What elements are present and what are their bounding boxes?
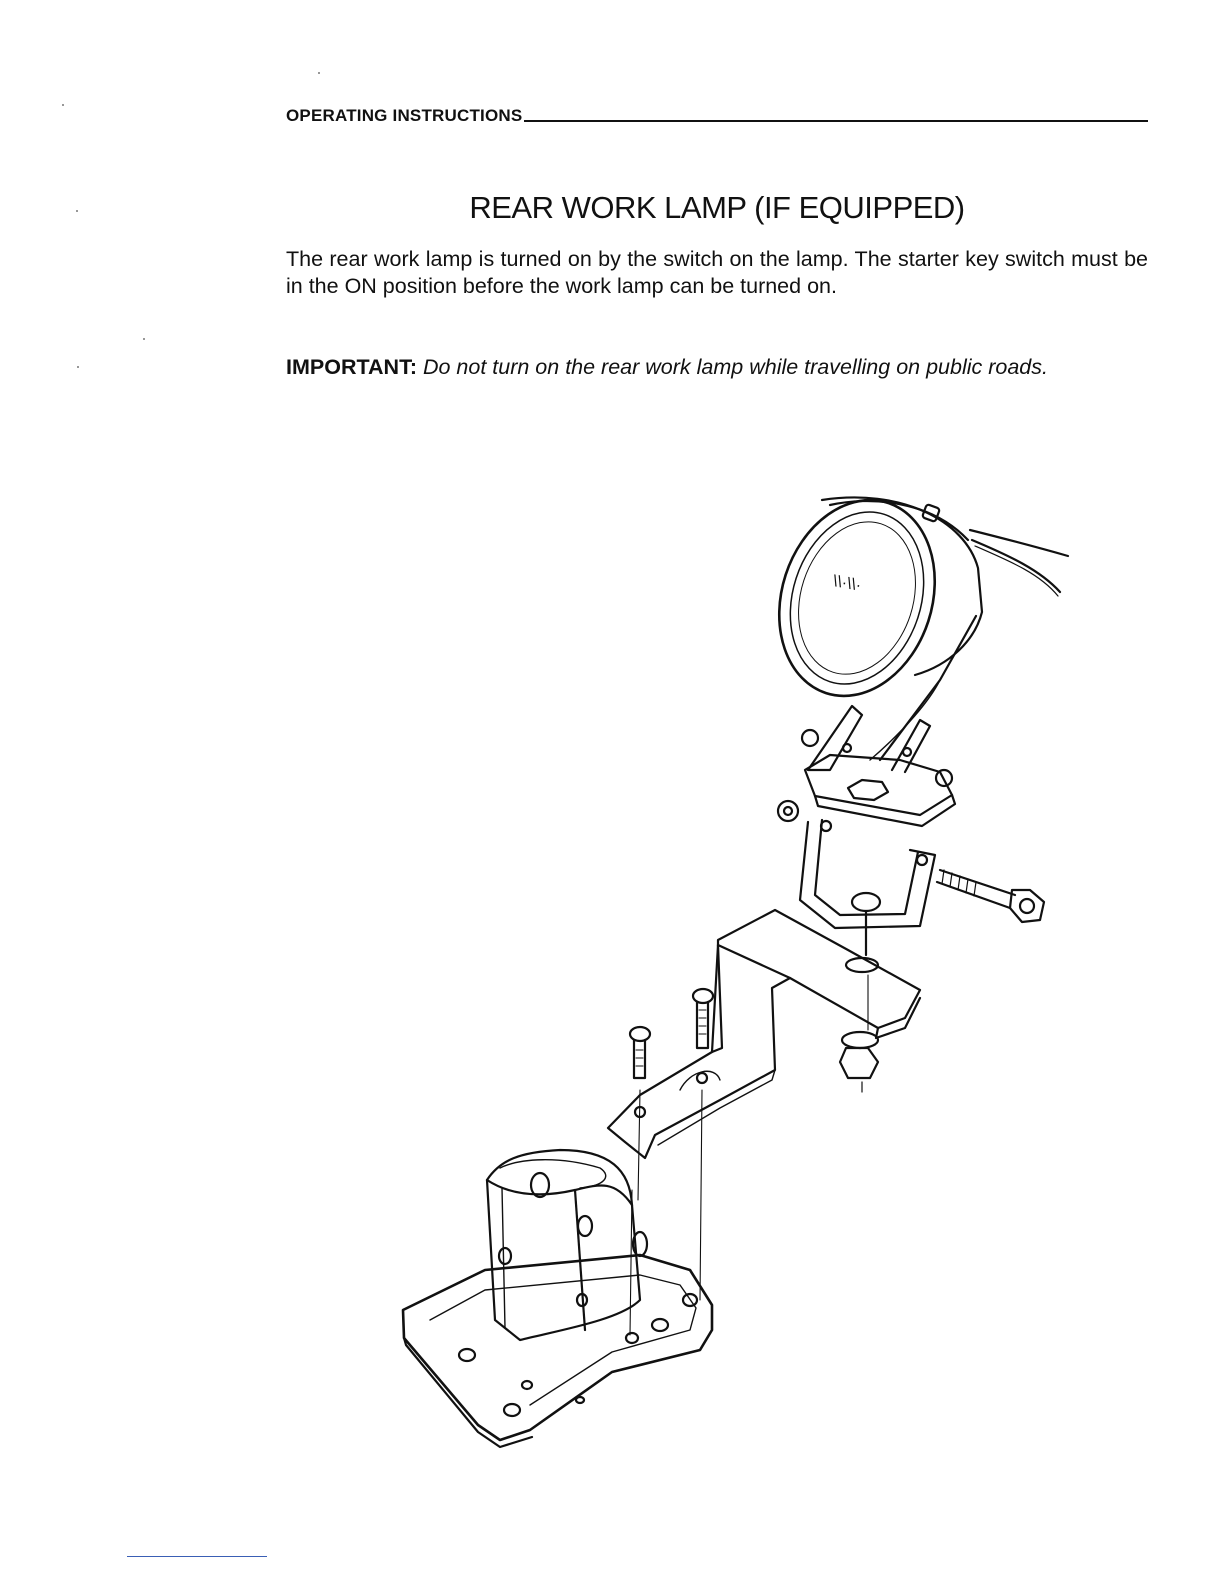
- u-clamp-icon: [800, 820, 935, 972]
- base-mount-icon: [403, 1150, 712, 1447]
- bolt-icon: [937, 870, 1044, 922]
- carriage-bolt-icon: [630, 989, 878, 1092]
- footer-rule: [127, 1556, 267, 1557]
- lens-marking: \\·\\·: [832, 573, 863, 595]
- work-lamp-icon: [755, 480, 1068, 760]
- swivel-bracket-icon: [778, 706, 955, 826]
